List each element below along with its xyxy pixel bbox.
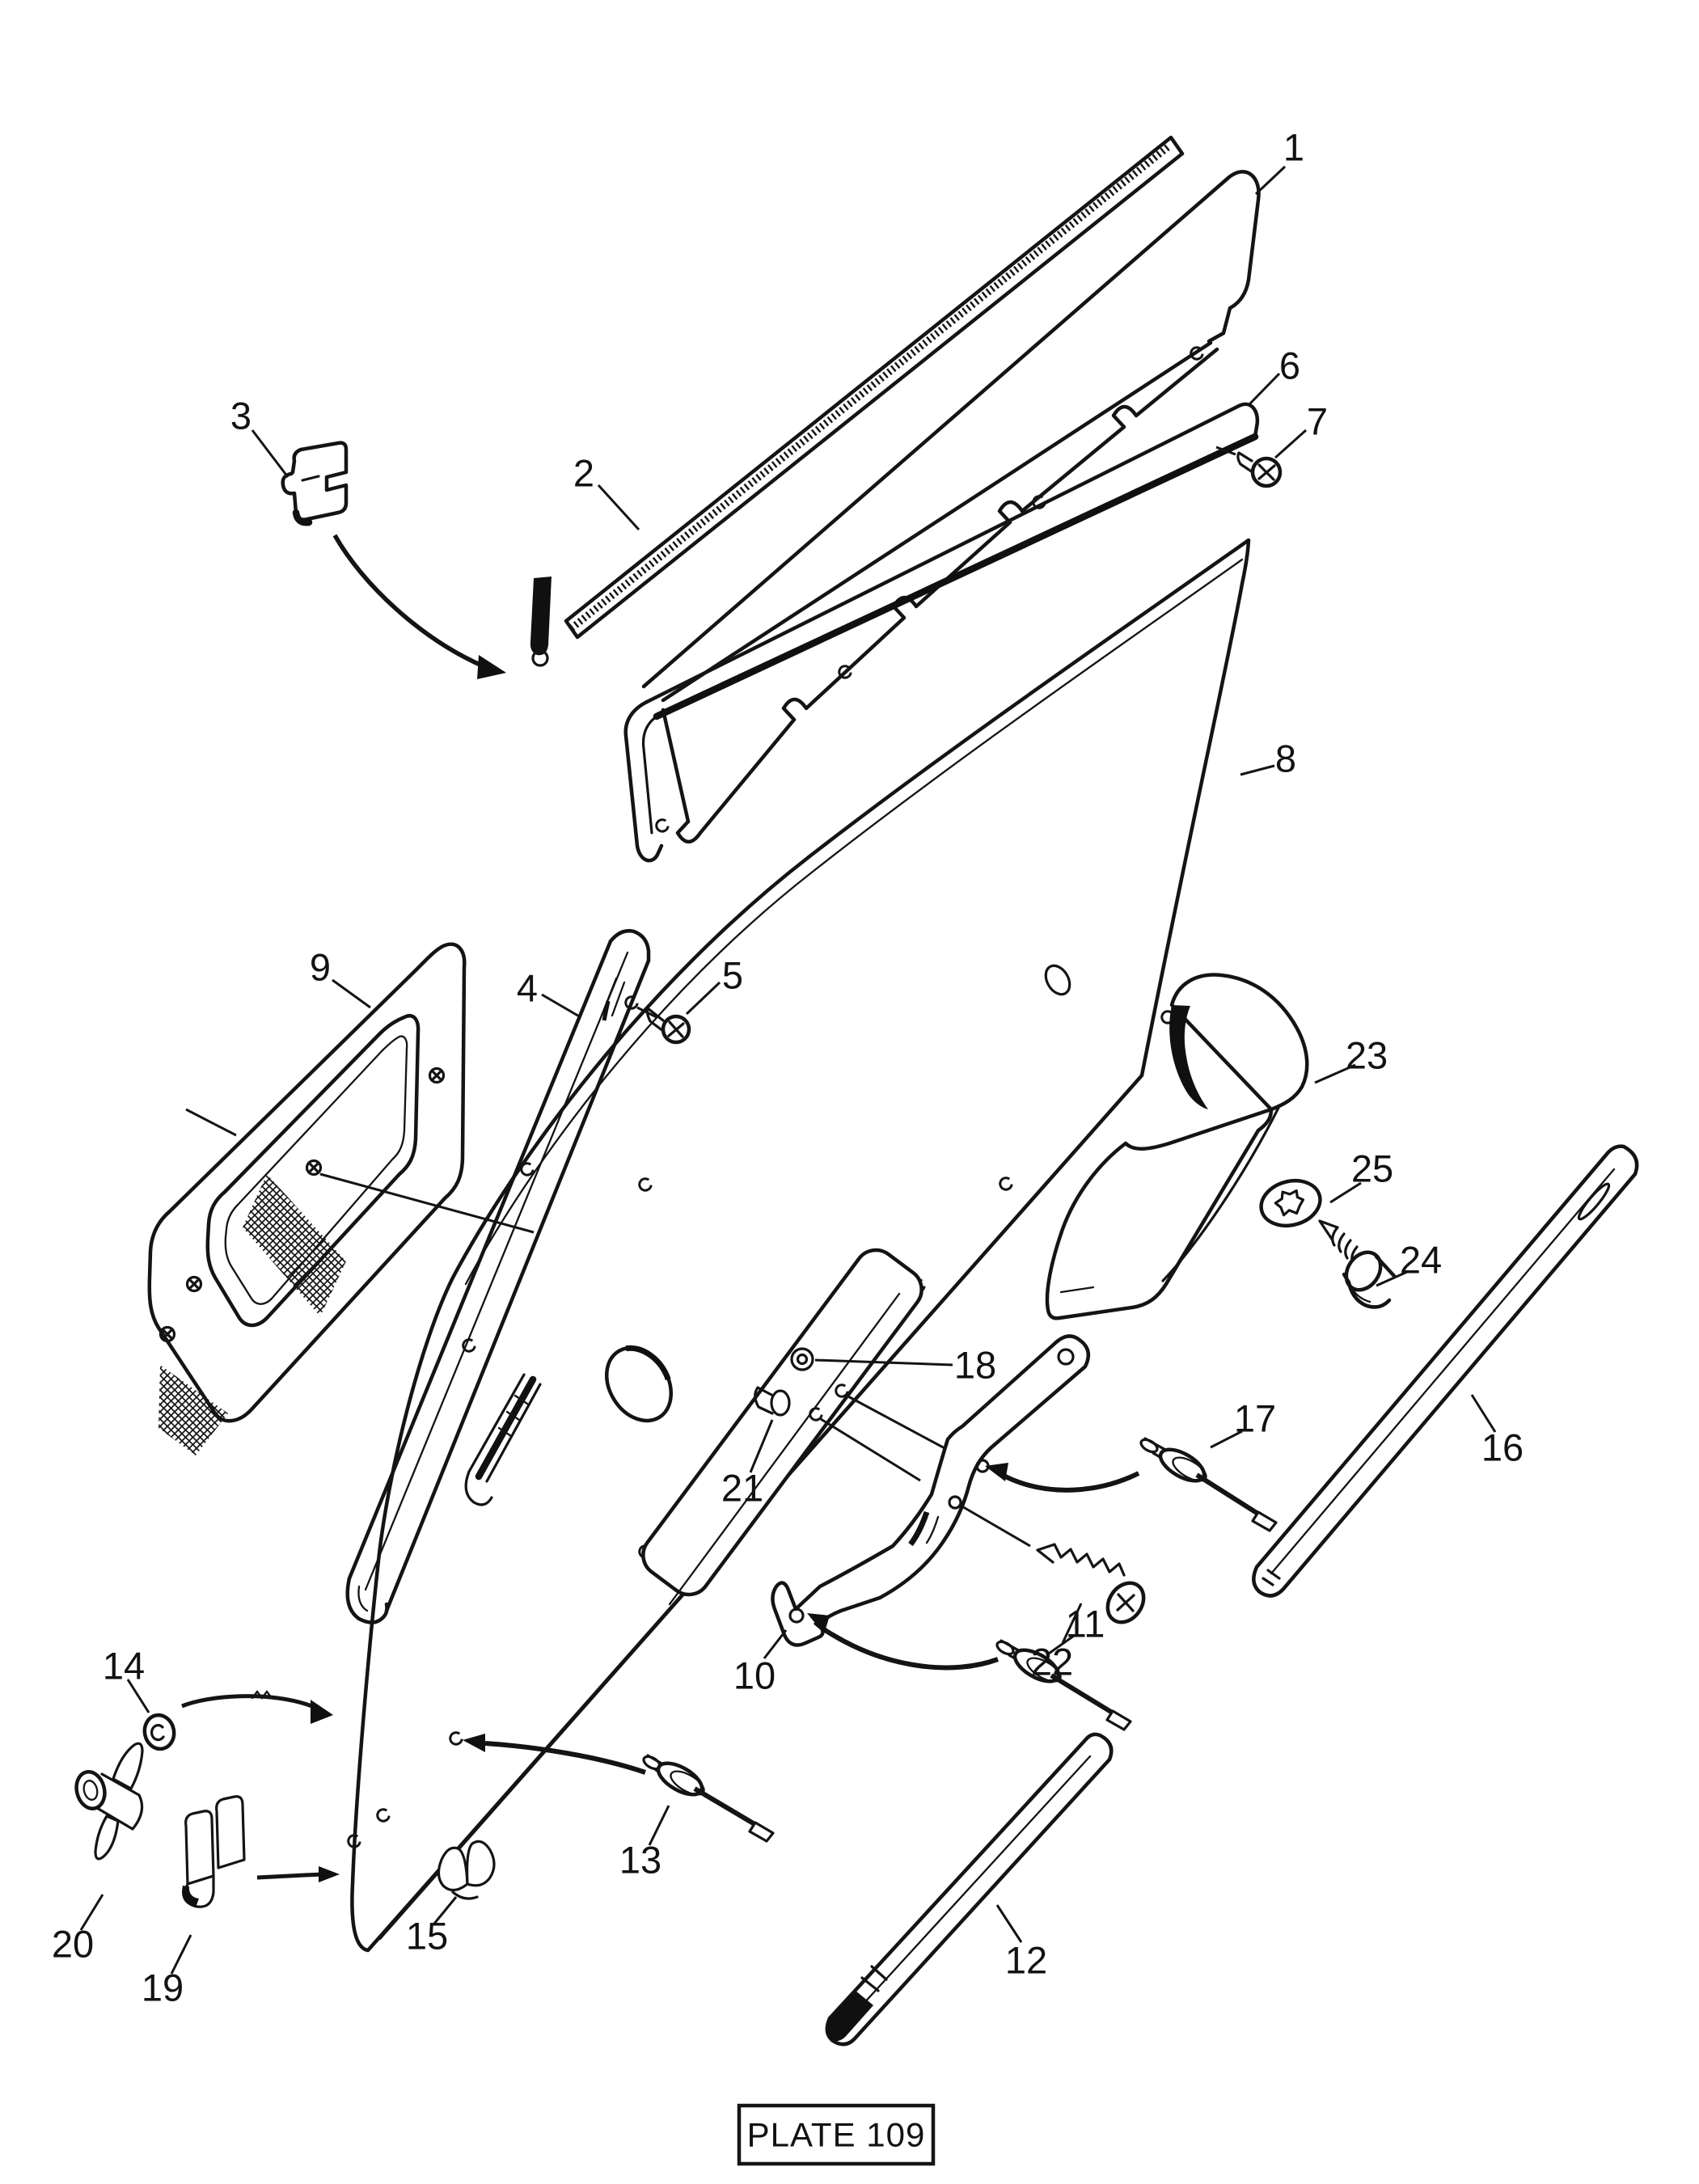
armrest (1045, 973, 1309, 1320)
leader-22 (1061, 1603, 1083, 1644)
rivet-17 (985, 1437, 1278, 1532)
panel-oval-hole (605, 1345, 673, 1423)
part-label-15: 15 (406, 1915, 448, 1958)
part-label-7: 7 (1307, 400, 1328, 443)
rivet-13 (463, 1734, 775, 1843)
leader-6 (1248, 372, 1281, 406)
finisher-strip-16 (1252, 1144, 1639, 1598)
leader-19 (170, 1934, 192, 1975)
retaining-clip (281, 441, 506, 679)
weatherstrip (530, 135, 1185, 667)
leader-13 (648, 1805, 670, 1846)
leader-10 (763, 1629, 788, 1659)
leader-14 (126, 1679, 150, 1713)
part-label-3: 3 (230, 395, 251, 437)
leader-1 (1254, 165, 1287, 196)
part-label-13: 13 (619, 1839, 661, 1882)
part-label-24: 24 (1400, 1239, 1442, 1282)
arrow-head-icon (319, 1866, 340, 1882)
leader-11 (1046, 1634, 1075, 1657)
part-label-12: 12 (1005, 1939, 1047, 1982)
leader-20 (79, 1894, 104, 1931)
leader-18 (814, 1358, 953, 1367)
waist-rail-end (464, 1373, 542, 1506)
arrow-head-icon (807, 1613, 830, 1634)
leader-8 (1240, 764, 1275, 776)
mounting-plate (641, 1248, 957, 1606)
part-label-21: 21 (721, 1467, 763, 1510)
diagram-artwork (74, 135, 1639, 2166)
arrow-head-icon (985, 1463, 1008, 1481)
plate-title: PLATE 109 (747, 2116, 926, 2154)
fastener-20 (74, 1742, 144, 1861)
leader-4 (541, 993, 581, 1019)
spacer-21 (754, 1386, 791, 1417)
panel-screw-hole (1044, 964, 1071, 996)
leader-17 (1210, 1430, 1243, 1449)
part-label-10: 10 (733, 1654, 776, 1697)
leader-21 (749, 1419, 774, 1473)
clip-19 (182, 1795, 340, 1908)
part-number-labels: 1 2 3 4 5 6 7 8 9 10 11 12 13 14 15 16 1… (52, 126, 1524, 2154)
door-trim-panel (345, 538, 1251, 1953)
part-label-2: 2 (573, 452, 594, 495)
part-label-8: 8 (1275, 737, 1296, 780)
washer-18 (790, 1347, 814, 1371)
part-label-23: 23 (1346, 1034, 1388, 1077)
washer-14 (142, 1690, 333, 1751)
part-label-20: 20 (52, 1923, 94, 1966)
part-label-5: 5 (722, 954, 743, 997)
panel-screws (158, 1067, 446, 1343)
leader-16 (1470, 1394, 1497, 1433)
star-washer (1259, 1178, 1322, 1228)
leader-3 (251, 429, 290, 478)
finisher-channel (345, 929, 657, 1624)
leader-lines (79, 165, 1497, 1975)
leader-12 (995, 1904, 1023, 1943)
part-label-19: 19 (142, 1966, 184, 2009)
part-label-6: 6 (1279, 344, 1300, 387)
part-label-11: 11 (1066, 1603, 1105, 1645)
arrow-head-icon (311, 1700, 333, 1724)
part-label-25: 25 (1351, 1147, 1393, 1190)
screw-22 (960, 1504, 1146, 1624)
plate-label-box (737, 2103, 936, 2166)
leader-24 (1376, 1270, 1408, 1287)
part-label-4: 4 (517, 967, 538, 1010)
arrow-head-icon (477, 655, 506, 679)
part-label-18: 18 (954, 1344, 996, 1387)
arrow-head-icon (463, 1734, 485, 1752)
leader-5 (685, 981, 721, 1016)
screw-5 (645, 1007, 691, 1045)
garnish-strip (623, 402, 1260, 863)
leader-2 (597, 484, 640, 531)
leader-7 (1274, 429, 1308, 459)
rivet-11 (807, 1613, 1132, 1731)
part-label-22: 22 (1031, 1641, 1073, 1683)
screw-24 (1318, 1219, 1397, 1309)
leader-9 (332, 978, 371, 1009)
butterfly-clip (437, 1840, 496, 1900)
leader-23 (1314, 1063, 1356, 1084)
part-label-1: 1 (1283, 126, 1304, 169)
screw-7 (1215, 446, 1283, 488)
finisher-strip-12 (825, 1732, 1114, 2047)
leader-25 (1329, 1181, 1362, 1204)
part-label-17: 17 (1234, 1397, 1276, 1440)
part-label-16: 16 (1481, 1426, 1524, 1469)
part-label-9: 9 (310, 946, 331, 989)
pull-bracket (771, 1334, 1091, 1647)
leader-15 (433, 1896, 458, 1924)
part-label-14: 14 (103, 1645, 145, 1688)
aperture-panel (147, 942, 535, 1455)
